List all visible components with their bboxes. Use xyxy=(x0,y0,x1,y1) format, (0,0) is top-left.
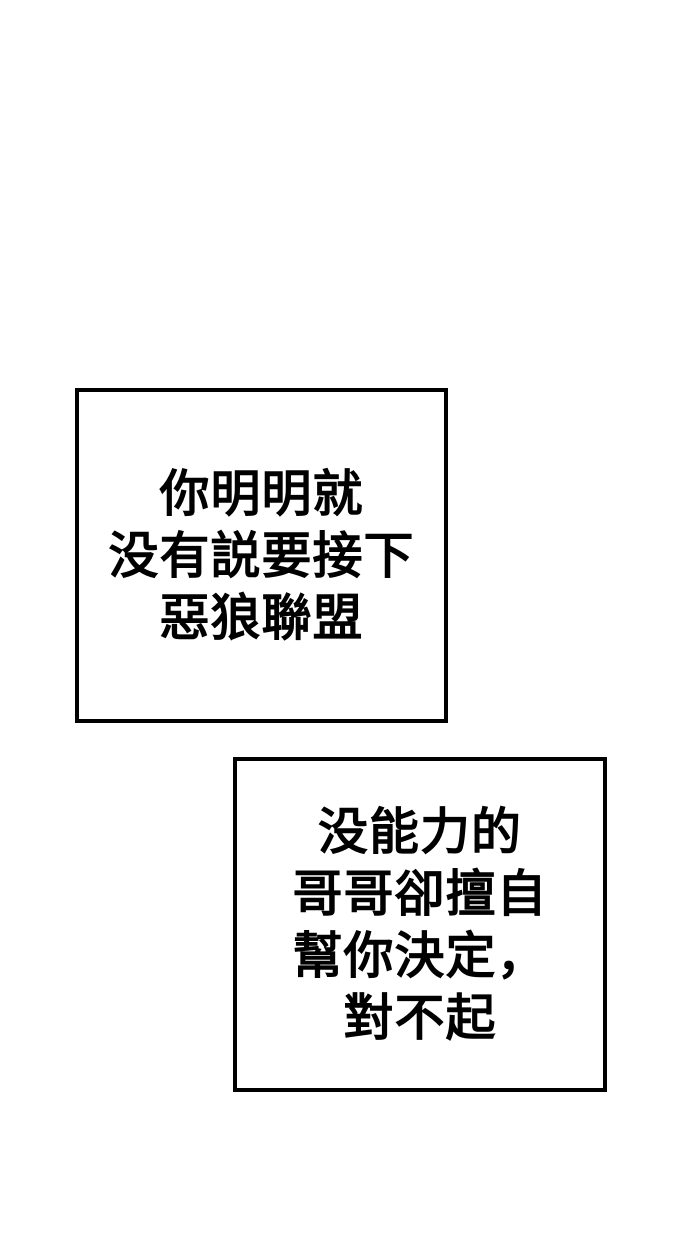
dialogue-line: 没能力的 xyxy=(318,803,522,860)
dialogue-line: 你明明就 xyxy=(159,465,364,522)
dialogue-box-1: 你明明就 没有説要接下 惡狼聯盟 xyxy=(75,388,448,723)
dialogue-line: 幫你決定， xyxy=(292,927,548,984)
dialogue-line: 没有説要接下 xyxy=(108,527,415,584)
dialogue-line: 對不起 xyxy=(343,989,497,1046)
dialogue-box-2: 没能力的 哥哥卻擅自 幫你決定， 對不起 xyxy=(233,757,607,1092)
dialogue-line: 哥哥卻擅自 xyxy=(292,865,548,922)
dialogue-line: 惡狼聯盟 xyxy=(159,589,364,646)
